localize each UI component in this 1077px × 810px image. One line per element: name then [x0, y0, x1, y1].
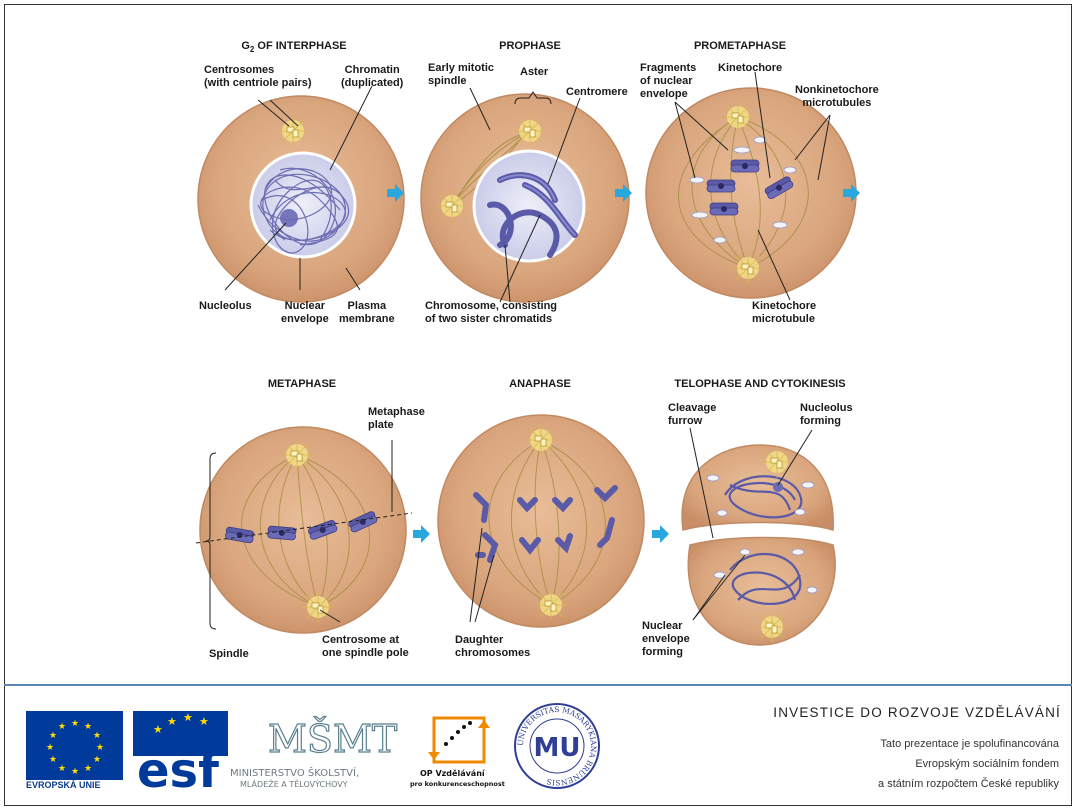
title-telophase: TELOPHASE AND CYTOKINESIS	[655, 378, 865, 390]
muni-seal-logo: UNIVERSITAS MASARYKIANA BRUNENSIS MU	[513, 702, 601, 790]
svg-text:pro konkurenceschopnost: pro konkurenceschopnost	[410, 780, 505, 788]
svg-text:★: ★	[167, 715, 177, 728]
label-nuclear-envelope: Nuclear envelope	[281, 300, 329, 326]
svg-text:★: ★	[49, 755, 57, 765]
eu-flag-logo: ★★★ ★★★ ★★★ ★★★	[26, 711, 123, 780]
label-plasma-membrane: Plasma membrane	[339, 300, 395, 326]
title-g2: G2 OF INTERPHASE	[219, 40, 369, 54]
title-anaphase: ANAPHASE	[490, 378, 590, 390]
label-centromere: Centromere	[566, 86, 628, 99]
op-logo: OP Vzdělávání pro konkurenceschopnost	[410, 712, 510, 792]
esf-logo: ★ ★ ★ ★ esf	[133, 711, 228, 789]
funding-line-1: Tato prezentace je spolufinancována	[759, 738, 1059, 750]
label-metaphase-plate: Metaphase plate	[368, 406, 425, 432]
label-nonkinetochore: Nonkinetochore microtubules	[795, 84, 879, 110]
svg-text:★: ★	[84, 722, 92, 732]
svg-text:★: ★	[49, 731, 57, 741]
svg-text:MU: MU	[534, 733, 581, 763]
svg-text:esf: esf	[137, 743, 220, 789]
investice-heading: INVESTICE DO ROZVOJE VZDĚLÁVÁNÍ	[741, 705, 1061, 720]
msmt-logo: MŠMT MINISTERSTVO ŠKOLSTVÍ, MLÁDEŽE A TĚ…	[230, 706, 405, 790]
label-centrosomes: Centrosomes (with centriole pairs)	[204, 64, 312, 90]
svg-text:★: ★	[153, 723, 163, 736]
svg-text:★: ★	[96, 743, 104, 753]
label-kinetochore: Kinetochore	[718, 62, 782, 75]
label-centrosome-pole: Centrosome at one spindle pole	[322, 634, 409, 660]
mitosis-diagram	[0, 0, 1077, 690]
svg-text:MŠMT: MŠMT	[268, 717, 397, 761]
svg-text:★: ★	[58, 722, 66, 732]
svg-text:MINISTERSTVO ŠKOLSTVÍ,: MINISTERSTVO ŠKOLSTVÍ,	[230, 766, 359, 779]
svg-text:★: ★	[58, 764, 66, 774]
funding-line-3: a státním rozpočtem České republiky	[759, 778, 1059, 790]
label-aster: Aster	[520, 66, 548, 79]
metaphase-cell	[200, 427, 406, 633]
prophase-cell	[421, 94, 629, 302]
svg-text:★: ★	[199, 715, 209, 728]
label-chromatin: Chromatin (duplicated)	[341, 64, 403, 90]
label-spindle: Spindle	[209, 648, 249, 661]
svg-text:★: ★	[71, 719, 79, 729]
svg-text:★: ★	[93, 755, 101, 765]
label-early-spindle: Early mitotic spindle	[428, 62, 494, 88]
label-kinetochore-mt: Kinetochore microtubule	[752, 300, 816, 326]
anaphase-cell	[438, 415, 644, 627]
eu-label: EVROPSKÁ UNIE	[26, 780, 126, 790]
label-fragments: Fragments of nuclear envelope	[640, 62, 696, 101]
svg-text:★: ★	[183, 711, 193, 724]
label-envelope-forming: Nuclear envelope forming	[642, 620, 690, 659]
label-cleavage: Cleavage furrow	[668, 402, 716, 428]
g2-cell	[198, 96, 404, 302]
label-nucleolus-forming: Nucleolus forming	[800, 402, 853, 428]
svg-text:★: ★	[93, 731, 101, 741]
label-nucleolus: Nucleolus	[199, 300, 252, 313]
svg-text:★: ★	[46, 743, 54, 753]
svg-text:OP Vzdělávání: OP Vzdělávání	[420, 768, 486, 778]
svg-text:MLÁDEŽE A TĚLOVÝCHOVY: MLÁDEŽE A TĚLOVÝCHOVY	[240, 778, 348, 789]
title-metaphase: METAPHASE	[252, 378, 352, 390]
title-prometaphase: PROMETAPHASE	[680, 40, 800, 52]
label-chromosome: Chromosome, consisting of two sister chr…	[425, 300, 557, 326]
svg-text:★: ★	[71, 767, 79, 777]
arrow-5	[652, 525, 669, 543]
title-prophase: PROPHASE	[480, 40, 580, 52]
arrow-4	[413, 525, 430, 543]
footer-divider	[4, 684, 1072, 686]
label-daughter: Daughter chromosomes	[455, 634, 530, 660]
funding-line-2: Evropským sociálním fondem	[759, 758, 1059, 770]
telophase-cells	[682, 445, 835, 645]
svg-text:★: ★	[84, 764, 92, 774]
prometaphase-cell	[646, 88, 856, 298]
